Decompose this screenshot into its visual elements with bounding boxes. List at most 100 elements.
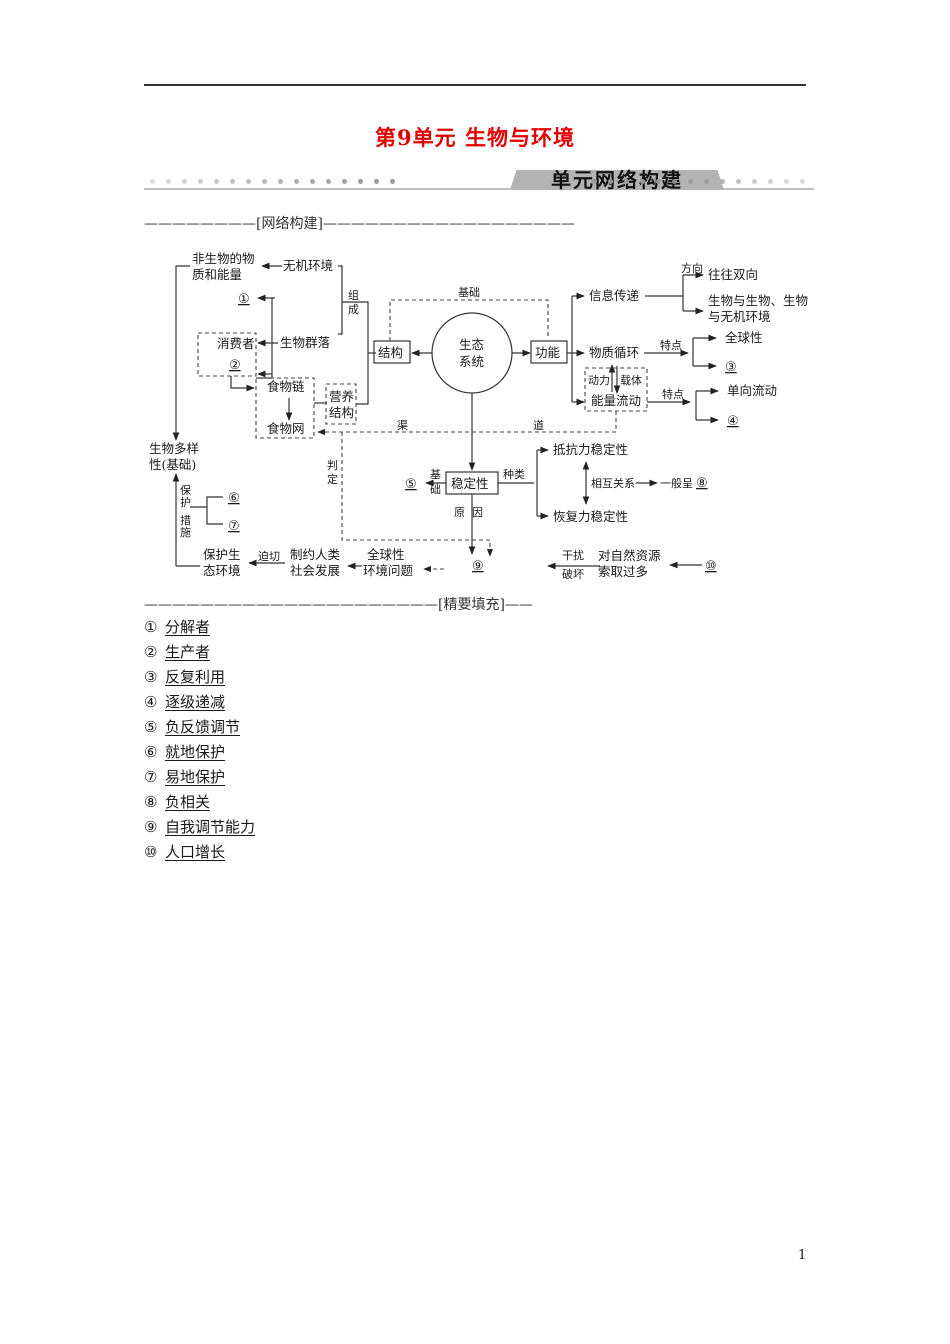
node-global: 全球性 — [725, 330, 763, 345]
bracket-compose — [338, 265, 343, 335]
node-food-web: 食物网 — [267, 421, 305, 436]
answer-text: 人口增长 — [165, 843, 226, 861]
answer-text: 负反馈调节 — [165, 718, 241, 736]
trophic-dashed-box — [325, 383, 357, 425]
node-ecosystem-1: 生态 — [459, 337, 484, 352]
label-direction: 方向 — [681, 261, 703, 275]
answer-number: ① — [144, 618, 158, 636]
answer-number: ④ — [144, 693, 158, 711]
section-banner: 单元网络构建 — [144, 168, 814, 192]
answer-text: 逐级递减 — [165, 693, 226, 711]
node-info-transfer: 信息传递 — [589, 288, 640, 303]
section-fill-heading: —————————————————————[精要填充]—— — [144, 597, 533, 613]
node-biodiversity-1: 生物多样 — [149, 441, 199, 456]
bracket-community — [256, 297, 275, 379]
ecosystem-circle — [431, 312, 513, 394]
label-protect-1: 保 — [180, 483, 191, 497]
label-relation: 相互关系 — [591, 476, 635, 490]
answer-item: ④ 逐级递减 — [144, 691, 255, 716]
label-protect-4: 施 — [180, 526, 191, 539]
node-structure: 结构 — [378, 345, 403, 360]
node-protect-eco-1: 保护生 — [203, 547, 241, 562]
answer-item: ⑥ 就地保护 — [144, 741, 255, 766]
answer-number: ② — [144, 643, 158, 661]
node-energy-flow: 能量流动 — [591, 393, 641, 408]
arrow-consumer-to-foodchain — [230, 376, 255, 392]
arrow-abiotic-to-biodiversity — [172, 265, 190, 441]
node-blank1: ① — [238, 292, 250, 307]
label-interfere: 干扰 — [562, 548, 584, 562]
node-blank10: ⑩ — [705, 559, 717, 574]
node-blank3: ③ — [725, 360, 737, 375]
answer-text: 反复利用 — [165, 668, 226, 686]
answer-item: ⑩ 人口增长 — [144, 841, 255, 866]
node-consumer: 消费者 — [217, 336, 255, 351]
node-matter-cycle: 物质循环 — [589, 345, 639, 360]
node-blank4: ④ — [727, 414, 739, 429]
label-destroy: 破坏 — [562, 567, 584, 581]
answer-number: ⑦ — [144, 768, 158, 786]
answer-text: 分解者 — [165, 618, 211, 636]
node-stability: 稳定性 — [451, 476, 489, 491]
node-one-way: 单向流动 — [727, 383, 777, 398]
structure-box — [373, 340, 411, 364]
banner-tab — [510, 170, 724, 190]
label-basis-left-1: 基 — [430, 468, 441, 481]
section-network-heading: ————————[网络构建]—————————————————— — [144, 216, 575, 232]
node-blank7: ⑦ — [228, 519, 240, 534]
label-judge-2: 定 — [327, 472, 338, 486]
concept-map: 非生物的物 质和能量 无机环境 ① 消费者 ② 生物群落 组 成 食物链 食物网… — [149, 251, 808, 581]
answer-number: ⑥ — [144, 743, 158, 761]
answer-text: 就地保护 — [165, 743, 226, 761]
node-trophic-2: 结构 — [329, 405, 354, 420]
banner-dots-right-row — [592, 178, 805, 184]
label-judge-1: 判 — [327, 459, 338, 472]
node-blank6: ⑥ — [228, 491, 240, 506]
node-trophic-1: 营养 — [329, 389, 354, 404]
answer-number: ⑩ — [144, 843, 158, 861]
unit-title: 第9单元 生物与环境 — [375, 125, 575, 150]
answer-text: 自我调节能力 — [165, 818, 256, 836]
label-reason: 原 因 — [454, 506, 483, 519]
label-basis-top: 基础 — [458, 286, 480, 299]
basis-dashed-link — [389, 299, 549, 341]
node-blank9: ⑨ — [472, 559, 484, 574]
node-community: 生物群落 — [280, 335, 331, 350]
node-generally: 一般呈 — [660, 477, 693, 490]
node-global-issues-2: 环境问题 — [363, 563, 414, 578]
label-power: 动力 — [588, 374, 610, 387]
answer-item: ① 分解者 — [144, 616, 255, 641]
label-carrier: 载体 — [620, 373, 642, 387]
header-rule — [144, 84, 806, 86]
node-blank2: ② — [229, 358, 241, 373]
node-over-extract-2: 索取过多 — [598, 564, 648, 579]
answer-number: ⑨ — [144, 818, 158, 836]
answer-text: 负相关 — [165, 793, 211, 811]
node-ecosystem-2: 系统 — [459, 354, 484, 369]
node-abiotic-1: 非生物的物 — [192, 251, 255, 266]
label-protect-3: 措 — [180, 513, 191, 527]
banner-rule — [144, 188, 814, 190]
node-blank5: ⑤ — [405, 477, 417, 492]
node-resistance: 抵抗力稳定性 — [553, 442, 628, 457]
answer-item: ③ 反复利用 — [144, 666, 255, 691]
page-number: 1 — [798, 1248, 807, 1263]
node-over-extract-1: 对自然资源 — [598, 548, 661, 563]
label-protect-2: 护 — [180, 495, 191, 509]
label-compose-1: 组 — [348, 288, 359, 302]
answer-text: 生产者 — [165, 643, 211, 661]
channel-dashed-link — [317, 411, 617, 436]
answer-number: ⑤ — [144, 718, 158, 736]
label-urgent: 迫切 — [258, 549, 280, 563]
node-protect-eco-2: 态环境 — [203, 563, 241, 578]
node-abiotic-2: 质和能量 — [192, 267, 242, 282]
answer-number: ③ — [144, 668, 158, 686]
answer-item: ⑤ 负反馈调节 — [144, 716, 255, 741]
judge-dashed-link — [341, 432, 494, 557]
node-blank8: ⑧ — [696, 476, 708, 491]
consumer-dashed-box — [197, 332, 257, 377]
label-compose-2: 成 — [348, 303, 359, 316]
